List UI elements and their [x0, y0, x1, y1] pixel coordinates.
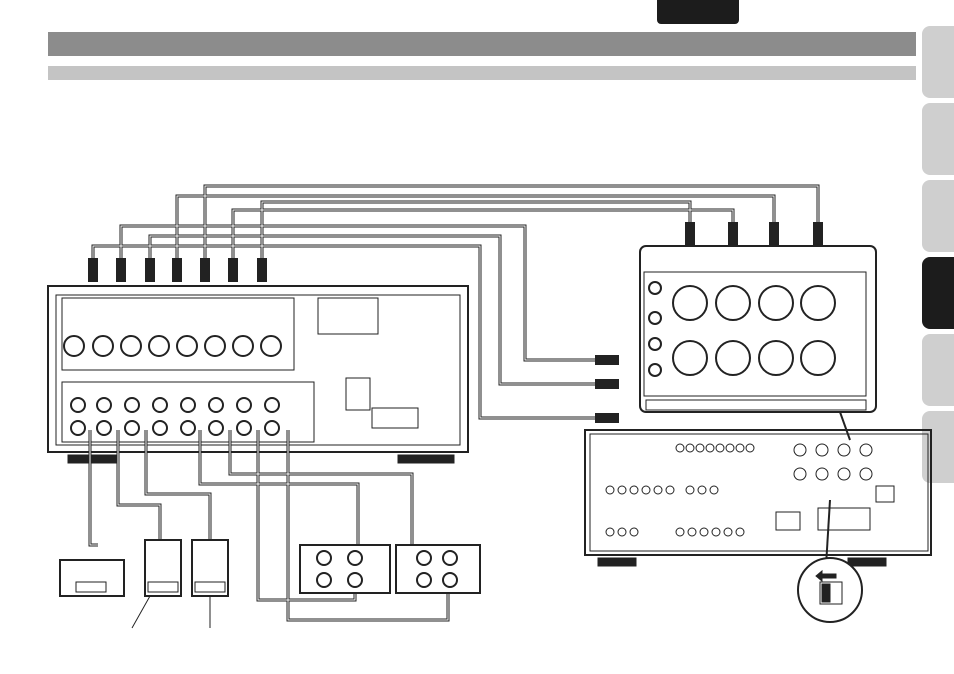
xlr-plugs-panel	[595, 222, 823, 423]
speaker-surround-left	[144, 539, 182, 597]
section-subtitle-bar	[48, 66, 916, 80]
side-tab-2[interactable]	[922, 103, 954, 175]
speaker-surround-right	[191, 539, 229, 597]
speaker-center	[59, 559, 125, 597]
xlr-panel	[639, 245, 877, 413]
section-title-bar	[48, 32, 916, 56]
amp-speaker-terminals	[70, 397, 280, 436]
callout-lines	[131, 595, 211, 629]
av-jacks	[605, 443, 873, 537]
balanced-cables	[91, 184, 820, 420]
zoom-indicator	[820, 411, 851, 441]
speaker-front-right	[395, 544, 481, 594]
side-tab-6[interactable]	[922, 411, 954, 483]
side-tab-3[interactable]	[922, 180, 954, 252]
amp-xlr-inputs	[63, 335, 282, 357]
side-tab-5[interactable]	[922, 334, 954, 406]
xlr-panel-connectors	[672, 285, 836, 376]
speaker-front-left	[299, 544, 391, 594]
speaker-cables	[88, 430, 450, 622]
language-tab[interactable]	[657, 0, 739, 24]
side-tab-4-active[interactable]	[922, 257, 954, 329]
side-tab-1[interactable]	[922, 26, 954, 98]
speaker-cables-inner	[89, 430, 449, 621]
balanced-cables-inner	[92, 185, 819, 419]
av-processor	[584, 429, 932, 567]
switch-magnifier	[797, 499, 863, 623]
xlr-panel-side-jacks	[648, 281, 662, 377]
xlr-plugs-amp	[88, 258, 267, 282]
